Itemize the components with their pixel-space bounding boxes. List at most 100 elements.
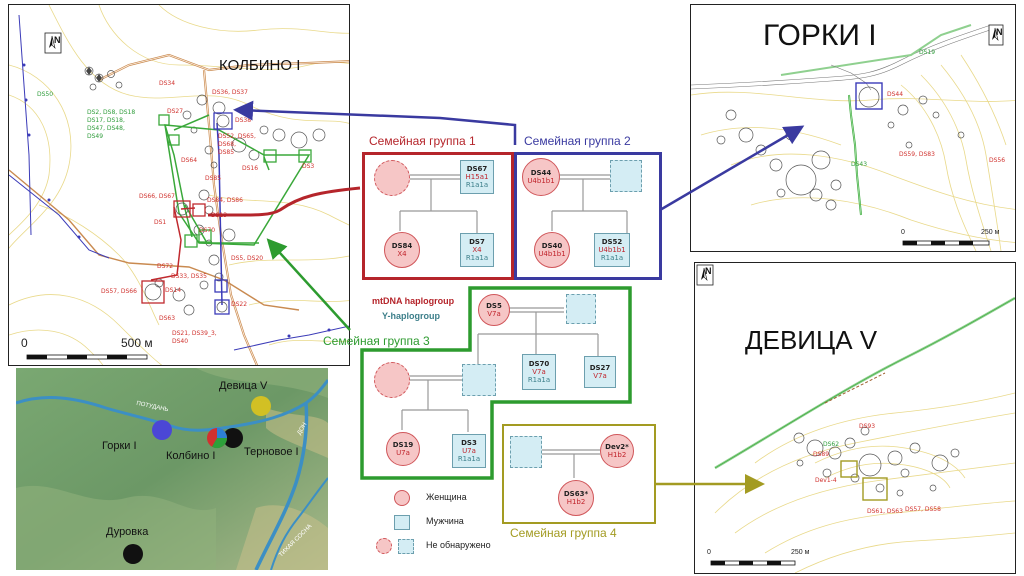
ds-label: DS66, DS67: [139, 193, 175, 200]
devitsa-map-drawing: [696, 264, 1015, 573]
person-id: DS19: [392, 441, 414, 449]
person-id: DS7: [469, 238, 485, 246]
person-id: DS44: [530, 169, 552, 177]
ds-label: DS85: [205, 175, 222, 182]
person-ds5: DS5 V7a: [478, 294, 510, 326]
ds-label: DS52, DS65,: [218, 133, 256, 140]
person-id: DS27: [589, 364, 611, 372]
family-group-4-lines: [540, 449, 600, 478]
ds-label: DS22: [231, 301, 248, 308]
unknown-female: [374, 362, 410, 398]
ds-label: DS40: [172, 338, 189, 345]
ds-label: DS17, DS18,: [87, 117, 125, 124]
ds-label: DS49: [87, 133, 104, 140]
ds-label: DS5, DS20: [231, 255, 264, 262]
ds-label: DS50: [37, 91, 54, 98]
person-ds27: DS27 V7a: [584, 356, 616, 388]
person-ds63: DS63* H1b2: [558, 480, 594, 516]
site-ternovoe-label: Терновое I: [244, 446, 299, 458]
legend-female-label: Женщина: [426, 492, 467, 502]
site-markers: [123, 396, 271, 564]
mt-haplogroup: X4: [472, 246, 482, 254]
person-ds44: DS44 U4b1b1: [522, 158, 560, 196]
family-group-2-frame: [514, 152, 662, 280]
legend-unknown-male-symbol: [398, 539, 414, 554]
y-haplogroup: R1a1a: [465, 181, 489, 189]
ds-label: DS57, DS66: [101, 288, 137, 295]
ds-label: DS61, DS63: [867, 508, 903, 515]
ds-label: DS56: [989, 157, 1006, 164]
kolbino-map-drawing: [9, 5, 349, 365]
scale-bar: [902, 240, 990, 246]
mt-haplogroup: U7a: [462, 447, 476, 455]
kolbino-map: КОЛБИНО I N 0 500 м DS34 DS36, DS37 DS27…: [8, 4, 350, 366]
gorki-title: ГОРКИ I: [763, 19, 877, 52]
mt-haplogroup: H1b2: [607, 451, 627, 459]
person-id: DS40: [541, 242, 563, 250]
ds-label: DS14: [165, 287, 182, 294]
person-id: DS70: [528, 360, 550, 368]
mt-haplogroup: H15a1: [465, 173, 489, 181]
ds-label: DS72: [157, 263, 174, 270]
mt-haplogroup: U4b1b1: [538, 250, 566, 258]
mt-haplogroup: H1b2: [566, 498, 586, 506]
ds-label: DS3: [302, 163, 315, 170]
mt-haplogroup: U4b1b1: [598, 246, 626, 254]
legend-male-symbol: [394, 515, 410, 530]
site-durovka-label: Дуровка: [106, 526, 149, 538]
legend-unknown-label: Не обнаружено: [426, 540, 491, 550]
north-label: N: [996, 27, 1003, 37]
north-label: N: [54, 35, 61, 45]
family-group-4-frame: [502, 424, 656, 524]
person-ds84: DS84 X4: [384, 232, 420, 268]
mt-haplogroup: V7a: [532, 368, 546, 376]
person-ds40: DS40 U4b1b1: [534, 232, 570, 268]
devitsa-title: ДЕВИЦА V: [745, 325, 878, 355]
scale-distance: 250 м: [981, 229, 1000, 236]
ds-label: DS43: [851, 161, 868, 168]
scale-distance: 500 м: [121, 336, 153, 350]
family-group-1-title: Семейная группа 1: [369, 134, 476, 148]
person-dev2: Dev2* H1b2: [600, 434, 634, 468]
person-id: DS52: [601, 238, 623, 246]
unknown-male: [610, 160, 642, 192]
overview-terrain: [16, 368, 328, 570]
person-id: DS3: [461, 439, 477, 447]
y-haplogroup: R1a1a: [465, 254, 489, 262]
family-group-2-lines: [551, 174, 628, 233]
unknown-male: [566, 294, 596, 324]
person-id: DS84: [391, 242, 413, 250]
ds-label: DS34: [159, 80, 176, 87]
ds-label: DS19: [919, 49, 936, 56]
person-ds52: DS52 U4b1b1 R1a1a: [594, 233, 630, 267]
unknown-male: [510, 436, 542, 468]
ds-label: DS21, DS39_3,: [172, 330, 217, 337]
scale-bar: [26, 354, 148, 360]
ds-label: Dev1-4: [815, 477, 837, 484]
site-devitsa-label: Девица V: [219, 380, 268, 392]
ds-label: DS38: [235, 117, 252, 124]
unknown-female: [374, 160, 410, 196]
family-group-3-title: Семейная группа 3: [323, 334, 430, 348]
ds-label: DS89: [813, 451, 830, 458]
y-haplogroup: R1a1a: [457, 455, 481, 463]
scale-zero: 0: [21, 336, 28, 350]
kolbino-title: КОЛБИНО I: [219, 57, 301, 74]
family-group-4-title: Семейная группа 4: [510, 526, 617, 540]
person-ds3: DS3 U7a R1a1a: [452, 434, 486, 468]
scale-distance: 250 м: [791, 549, 810, 556]
unknown-male: [462, 364, 496, 396]
gorki-map: ГОРКИ I N 0 250 м DS44 DS59, DS83 DS56 D…: [690, 4, 1016, 252]
person-ds67: DS67 H15a1 R1a1a: [460, 160, 494, 194]
mt-haplogroup: X4: [397, 250, 407, 258]
north-arrow: [44, 32, 62, 54]
ds-label: DS63: [159, 315, 176, 322]
ds-label: DS44: [887, 91, 904, 98]
mtdna-legend: mtDNA haplogroup: [372, 296, 455, 306]
north-label: N: [705, 266, 712, 276]
north-arrow: [988, 24, 1004, 46]
ds-label: DS85: [218, 149, 235, 156]
ds-label: DS59, DS83: [899, 151, 935, 158]
family-group-1-frame: [362, 152, 514, 280]
person-id: Dev2*: [605, 443, 629, 451]
